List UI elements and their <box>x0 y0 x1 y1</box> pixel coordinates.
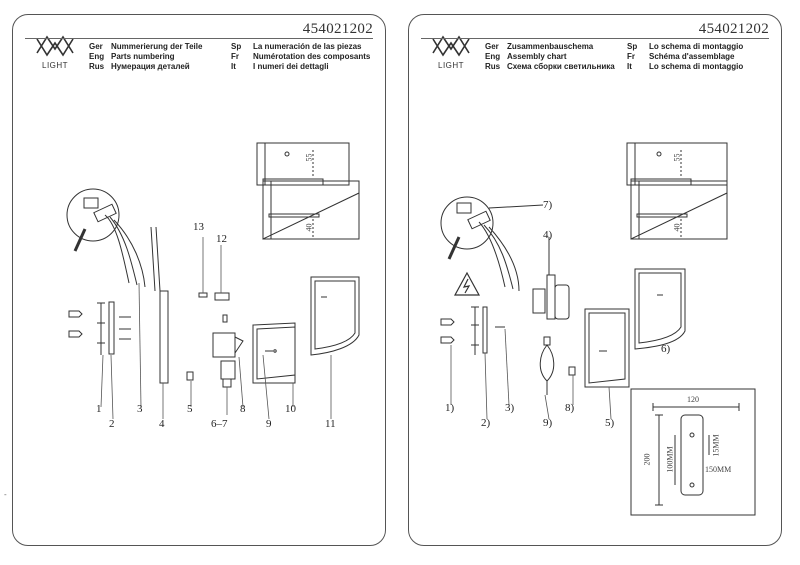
header-divider <box>25 38 373 39</box>
step-label: 6) <box>661 343 671 355</box>
screw-set-diagram <box>68 301 131 355</box>
electric-warning-icon <box>453 271 481 296</box>
step-label: 8) <box>565 402 575 414</box>
dimension-label: 55 <box>672 153 682 162</box>
dimension-label: 120 <box>687 395 699 404</box>
step-label: 4) <box>543 229 553 241</box>
logo-mark-icon <box>36 35 74 57</box>
assembly-drawing <box>440 142 756 516</box>
part-label: 4 <box>159 418 165 430</box>
parts-drawing <box>66 142 360 420</box>
dimension-label: 15MM <box>711 434 721 457</box>
large-shade-diagram <box>634 268 686 350</box>
part-label: 6–7 <box>211 418 228 430</box>
nut-diagram <box>186 371 194 381</box>
lamp-holder-diagram <box>532 237 570 320</box>
dimension-label: 40 <box>304 223 314 232</box>
part-13-diagram <box>198 292 208 298</box>
header-divider <box>421 38 769 39</box>
dimension-label: 150MM <box>705 465 732 474</box>
logo-text: LIGHT <box>438 61 465 70</box>
part-label: 8 <box>240 403 246 415</box>
wiring-detail-diagram <box>66 188 161 292</box>
dimension-label: 200 <box>642 453 652 466</box>
logo-text: LIGHT <box>42 61 69 70</box>
part-label: 2 <box>109 418 115 430</box>
step-label: 5) <box>605 417 615 429</box>
document-number: 454021202 <box>698 21 769 37</box>
brand-logo: LIGHT <box>31 31 79 75</box>
step-label: 3) <box>505 402 515 414</box>
label-leader-lines <box>100 237 332 420</box>
part-12-diagram <box>214 292 230 301</box>
socket-holder-diagram <box>212 332 236 358</box>
shade-top-view-diagram <box>256 142 360 240</box>
step-label: 1) <box>445 402 455 414</box>
part-label: 11 <box>325 418 336 430</box>
lamp-socket-diagram <box>220 360 236 380</box>
stray-mark: - <box>4 490 7 499</box>
part-label: 13 <box>193 221 204 233</box>
shade-front-diagram <box>252 322 296 384</box>
document-number: 454021202 <box>302 21 373 37</box>
step-label: 2) <box>481 417 491 429</box>
label-leader-lines <box>450 328 612 420</box>
mounting-plate-diagram <box>159 290 169 384</box>
step-label: 7) <box>543 199 553 211</box>
large-shade-diagram <box>310 276 360 356</box>
shade-top-view-diagram <box>626 142 728 240</box>
part-label: 5 <box>187 403 193 415</box>
brand-logo: LIGHT <box>427 31 475 75</box>
part-label: 1 <box>96 403 102 415</box>
part-label: 9 <box>266 418 272 430</box>
wiring-detail-diagram <box>440 196 544 292</box>
logo-mark-icon <box>432 35 470 57</box>
part-label: 12 <box>216 233 227 245</box>
step-label: 9) <box>543 417 553 429</box>
part-label: 3 <box>137 403 143 415</box>
dimension-label: 100MM <box>665 446 675 473</box>
shade-front-diagram <box>584 308 630 388</box>
nut-diagram <box>568 366 576 376</box>
dimension-label: 40 <box>672 223 682 232</box>
dimension-label: 55 <box>304 153 314 162</box>
mounting-dimension-diagram <box>630 388 756 516</box>
bulb-diagram <box>539 336 555 395</box>
part-label: 10 <box>285 403 296 415</box>
